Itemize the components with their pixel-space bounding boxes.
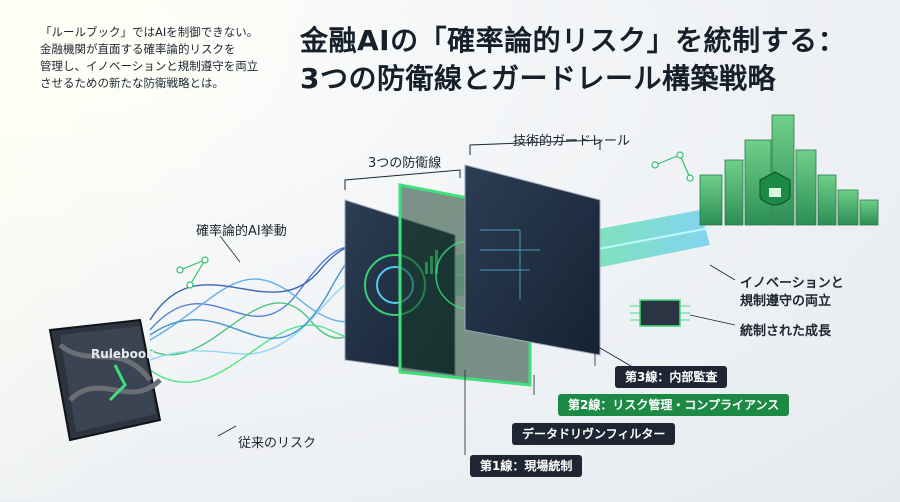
intro-line-4: させるための新たな防衛戦略とは。: [40, 76, 224, 90]
innovation-label-1: イノベーションと: [740, 276, 844, 291]
line3-pill: 第3線：内部監査: [615, 366, 728, 388]
intro-text: 「ルールブック」ではAIを制御できない。 金融機関が直面する確率論的リスクを 管…: [40, 24, 280, 92]
page-title: 金融AIの「確率論的リスク」を統制する： 3つの防衛線とガードレール構築戦略: [300, 22, 846, 98]
intro-line-1: 「ルールブック」ではAIを制御できない。: [40, 25, 259, 39]
three-lines-label: 3つの防衛線: [368, 156, 442, 171]
legacy-risk-label: 従来のリスク: [238, 436, 317, 451]
line2-pill: 第2線：リスク管理・コンプライアンス: [558, 394, 790, 416]
defense-panel-3: [464, 164, 601, 356]
innovation-label-2: 規制遵守の両立: [740, 294, 832, 309]
chip-icon: [630, 299, 690, 327]
intro-line-3: 管理し、イノベーションと規制遵守を両立: [40, 59, 259, 73]
title-line-2: 3つの防衛線とガードレール構築戦略: [300, 62, 776, 95]
rulebook-icon: [48, 318, 162, 442]
title-line-1: 金融AIの「確率論的リスク」を統制する：: [300, 24, 847, 57]
city-skyline: [699, 114, 879, 226]
prob-ai-label: 確率論的AI挙動: [196, 224, 287, 239]
rulebook-label: Rulebook: [91, 347, 155, 361]
intro-line-2: 金融機関が直面する確率論的リスクを: [40, 42, 236, 56]
network-node-icon: [176, 151, 694, 289]
data-filter-pill: データドリヴンフィルター: [512, 423, 676, 445]
line1-pill: 第1線：現場統制: [470, 455, 583, 477]
controlled-growth-label: 統制された成長: [740, 324, 832, 339]
guardrail-label: 技術的ガードレール: [513, 134, 631, 149]
